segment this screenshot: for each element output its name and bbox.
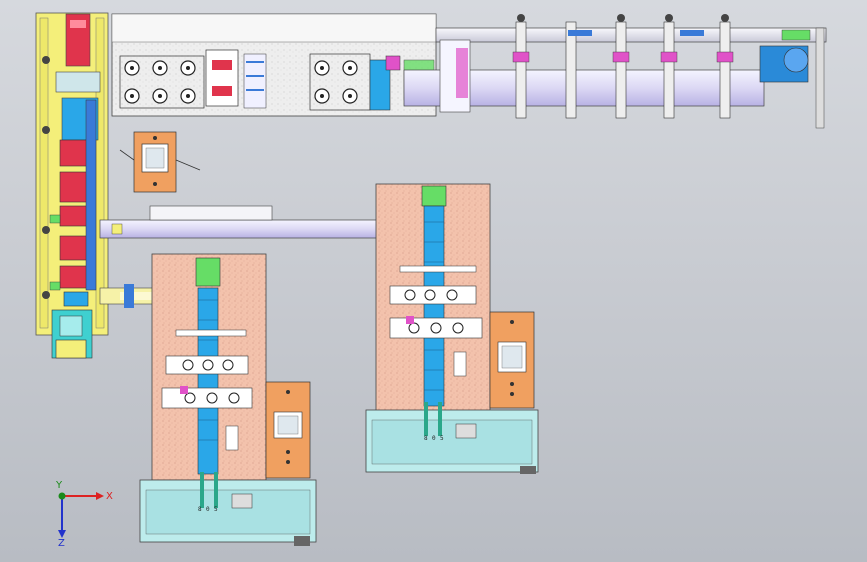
feeder-sensors	[49, 214, 61, 291]
feeder-frame	[35, 12, 109, 359]
machine-b-label-mid: 0	[432, 435, 436, 442]
top-transfer-rail	[403, 14, 827, 129]
feeder-control-panel	[119, 131, 201, 193]
y-axis-label: Y	[55, 480, 63, 491]
axis-triad: X Y Z	[55, 480, 113, 549]
machine-b-label-right: 5	[440, 435, 444, 442]
upper-transfer-tube	[99, 205, 421, 239]
machine-a-control-panel	[265, 381, 311, 479]
machine-a-label-mid: 0	[206, 506, 210, 513]
machine-b-control-panel	[489, 311, 535, 409]
machine-a-label-left: 8	[198, 506, 202, 513]
x-axis-label: X	[106, 491, 113, 502]
machine-b-label-left: 8	[424, 435, 428, 442]
y-axis-dot	[58, 492, 66, 500]
machine-b: 8 0 5	[365, 183, 539, 474]
machine-a: 8 0 5	[139, 253, 317, 546]
z-axis-label: Z	[58, 538, 65, 549]
top-drive-plate	[111, 13, 437, 117]
machine-a-label-right: 5	[214, 506, 218, 513]
